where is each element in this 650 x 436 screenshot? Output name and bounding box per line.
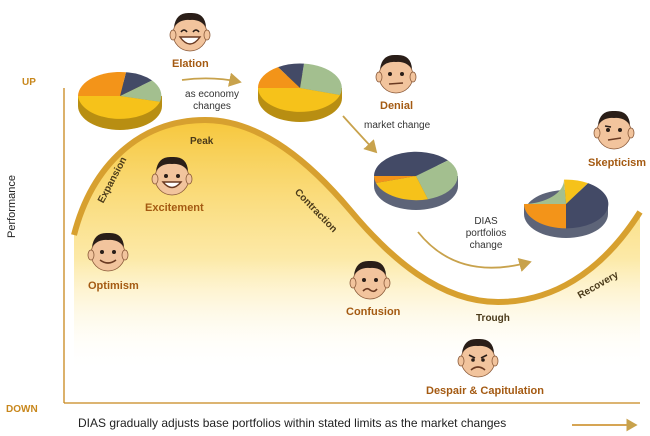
portfolio-pie-3 [374, 151, 458, 210]
despair-face-icon [457, 338, 499, 378]
emotion-despair-capitulation: Despair & Capitulation [426, 385, 544, 397]
note-dias-line-1: DIAS [474, 216, 498, 227]
phase-trough: Trough [476, 313, 510, 324]
portfolio-pie-1 [78, 71, 162, 130]
portfolio-pie-4 [524, 179, 609, 238]
elation-face-icon [169, 12, 211, 52]
emotion-optimism: Optimism [88, 280, 139, 292]
confusion-face-icon [349, 260, 391, 300]
skepticism-face-icon [593, 110, 635, 150]
axis-down-label: DOWN [6, 404, 38, 415]
emotion-excitement: Excitement [145, 202, 204, 214]
emotion-confusion: Confusion [346, 306, 401, 318]
market-change-arrow [342, 115, 378, 154]
excitement-face-icon [151, 156, 193, 196]
optimism-face-icon [87, 232, 129, 272]
phase-peak: Peak [190, 136, 214, 147]
denial-face-icon [375, 54, 417, 94]
emotion-denial: Denial [380, 100, 414, 112]
cycle-area [74, 120, 640, 372]
cycle-curve [71, 116, 643, 306]
note-dias-portfolios-change: DIAS portfolios change [456, 216, 516, 252]
economy-arrow [181, 72, 242, 87]
note-dias-line-2: portfolios [465, 228, 507, 239]
note-economy-line-2: changes [193, 101, 231, 112]
note-dias-line-3: change [469, 240, 503, 251]
footer-caption: DIAS gradually adjusts base portfolios w… [78, 416, 507, 430]
dias-change-arrow [417, 231, 532, 272]
note-economy-line-1: as economy [185, 89, 239, 100]
emotion-skepticism: Skepticism [588, 157, 647, 169]
portfolio-pie-2 [257, 63, 342, 122]
emotion-elation: Elation [172, 58, 209, 70]
axis-up-label: UP [22, 77, 36, 88]
note-economy-changes: as economy changes [182, 89, 242, 113]
note-market-change: market change [364, 120, 431, 131]
y-axis-label: Performance [6, 175, 18, 238]
